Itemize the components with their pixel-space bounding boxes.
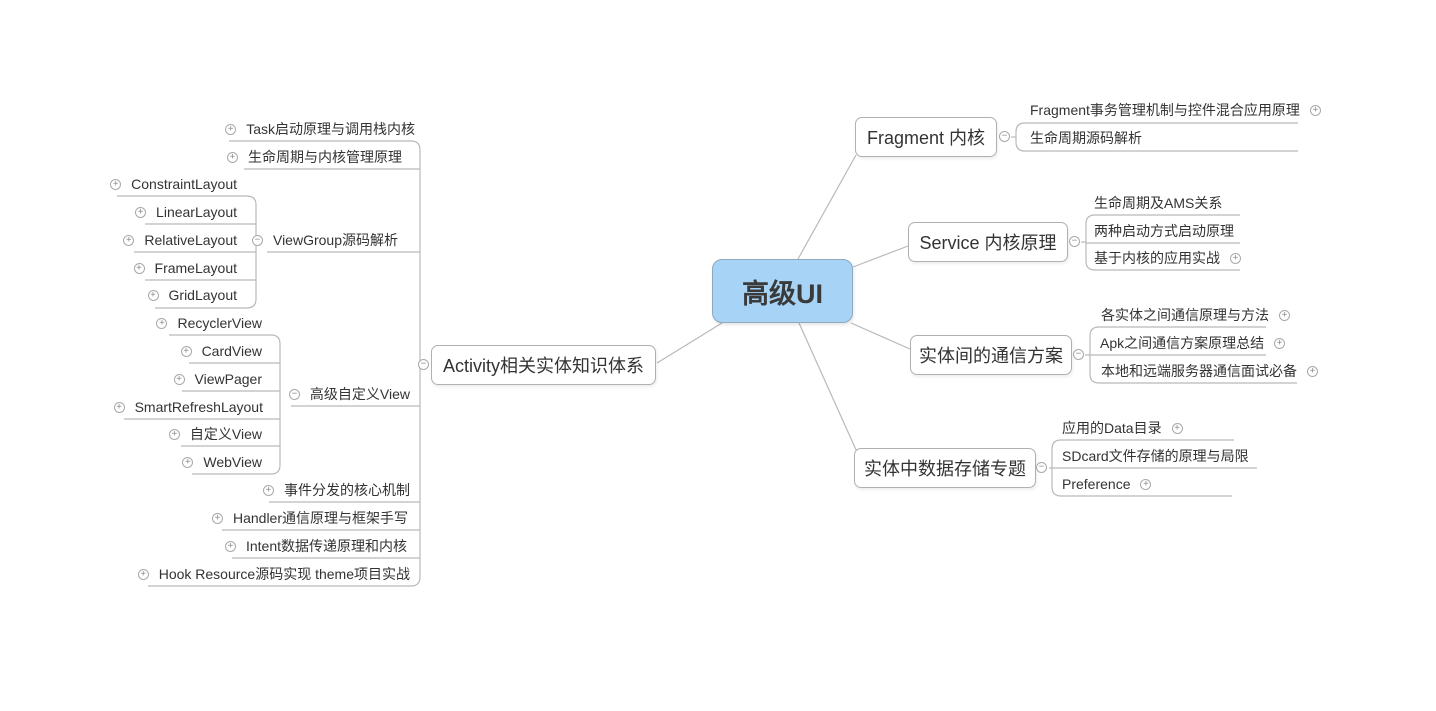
subtopic-linearlayout[interactable]: + LinearLayout xyxy=(135,205,237,219)
subtopic-label[interactable]: 自定义View xyxy=(189,426,262,442)
expand-icon[interactable]: + xyxy=(225,123,237,135)
subtopic-label[interactable]: CardView xyxy=(201,343,262,359)
expand-icon[interactable]: + xyxy=(1307,365,1318,377)
expand-icon[interactable]: + xyxy=(113,401,125,413)
expand-icon[interactable]: + xyxy=(224,540,236,552)
expand-icon[interactable]: + xyxy=(168,428,180,440)
subtopic-label[interactable]: 高级自定义View xyxy=(309,386,410,402)
subtopic-relativelayout[interactable]: + RelativeLayout xyxy=(123,233,237,247)
subtopic-intent[interactable]: + Intent数据传递原理和内核 xyxy=(224,538,407,554)
expand-icon[interactable]: + xyxy=(135,206,147,218)
subtopic-label[interactable]: Handler通信原理与框架手写 xyxy=(232,510,408,526)
subtopic-gridlayout[interactable]: + GridLayout xyxy=(147,287,237,303)
subtopic-framelayout[interactable]: + FrameLayout xyxy=(133,260,237,276)
collapse-icon[interactable]: − xyxy=(418,359,429,370)
subtopic-apk-communication[interactable]: Apk之间通信方案原理总结 + xyxy=(1100,335,1286,351)
subtopic-task-stack[interactable]: + Task启动原理与调用栈内核 xyxy=(225,122,415,136)
central-topic[interactable]: 高级UI xyxy=(712,259,853,323)
subtopic-remote-server[interactable]: 本地和远端服务器通信面试必备 + xyxy=(1101,364,1318,378)
subtopic-label[interactable]: RecyclerView xyxy=(177,315,262,331)
collapse-icon[interactable]: − xyxy=(1036,462,1047,473)
subtopic-preference[interactable]: Preference + xyxy=(1062,476,1152,492)
main-topic-activity[interactable]: Activity相关实体知识体系 xyxy=(431,345,656,385)
subtopic-label[interactable]: Task启动原理与调用栈内核 xyxy=(246,121,415,137)
subtopic-webview[interactable]: + WebView xyxy=(182,455,262,469)
subtopic-constraintlayout[interactable]: + ConstraintLayout xyxy=(110,177,237,191)
subtopic-fragment-lifecycle[interactable]: 生命周期源码解析 xyxy=(1030,131,1142,145)
expand-icon[interactable]: + xyxy=(1230,252,1241,264)
subtopic-label[interactable]: WebView xyxy=(203,454,262,470)
subtopic-label[interactable]: 基于内核的应用实战 xyxy=(1094,250,1220,266)
subtopic-label[interactable]: ViewPager xyxy=(194,371,262,387)
collapse-icon[interactable]: − xyxy=(999,131,1010,142)
subtopic-label[interactable]: 两种启动方式启动原理 xyxy=(1094,223,1234,239)
subtopic-event-dispatch[interactable]: + 事件分发的核心机制 xyxy=(263,483,410,497)
subtopic-label[interactable]: ConstraintLayout xyxy=(131,176,237,192)
subtopic-label[interactable]: 本地和远端服务器通信面试必备 xyxy=(1101,363,1297,379)
subtopic-service-practice[interactable]: 基于内核的应用实战 + xyxy=(1094,251,1241,265)
subtopic-label[interactable]: GridLayout xyxy=(168,287,237,303)
expand-icon[interactable]: + xyxy=(1171,422,1183,434)
subtopic-recyclerview[interactable]: + RecyclerView xyxy=(156,316,262,330)
subtopic-custom-view[interactable]: + 自定义View xyxy=(168,426,262,442)
subtopic-smartrefreshlayout[interactable]: + SmartRefreshLayout xyxy=(113,399,263,415)
subtopic-lifecycle-kernel[interactable]: + 生命周期与内核管理原理 xyxy=(227,150,402,164)
subtopic-label[interactable]: Hook Resource源码实现 theme项目实战 xyxy=(158,566,410,582)
main-topic-service[interactable]: Service 内核原理 xyxy=(908,222,1068,262)
subtopic-service-ams[interactable]: 生命周期及AMS关系 xyxy=(1094,196,1222,210)
subtopic-label[interactable]: Intent数据传递原理和内核 xyxy=(245,538,407,554)
subtopic-label[interactable]: 生命周期与内核管理原理 xyxy=(248,149,402,165)
main-topic-storage[interactable]: 实体中数据存储专题 xyxy=(854,448,1036,488)
expand-icon[interactable]: + xyxy=(173,373,185,385)
expand-icon[interactable]: + xyxy=(182,456,194,468)
subtopic-advanced-custom-view[interactable]: − 高级自定义View xyxy=(288,386,410,402)
expand-icon[interactable]: + xyxy=(180,345,192,357)
expand-icon[interactable]: + xyxy=(137,568,149,580)
collapse-icon[interactable]: − xyxy=(251,234,263,246)
subtopic-hook-resource[interactable]: + Hook Resource源码实现 theme项目实战 xyxy=(137,566,410,582)
expand-icon[interactable]: + xyxy=(133,262,145,274)
subtopic-sdcard-storage[interactable]: SDcard文件存储的原理与局限 xyxy=(1062,449,1249,463)
subtopic-label[interactable]: SmartRefreshLayout xyxy=(134,399,263,415)
subtopic-label[interactable]: RelativeLayout xyxy=(144,232,237,248)
expand-icon[interactable]: + xyxy=(1140,478,1152,490)
subtopic-label[interactable]: ViewGroup源码解析 xyxy=(272,232,398,248)
main-topic-fragment[interactable]: Fragment 内核 xyxy=(855,117,997,157)
subtopic-viewgroup-source[interactable]: − ViewGroup源码解析 xyxy=(251,232,398,248)
expand-icon[interactable]: + xyxy=(110,178,122,190)
subtopic-label[interactable]: Fragment事务管理机制与控件混合应用原理 xyxy=(1030,102,1300,118)
expand-icon[interactable]: + xyxy=(227,151,238,163)
expand-icon[interactable]: + xyxy=(1279,309,1290,321)
collapse-icon[interactable]: − xyxy=(1069,236,1080,247)
collapse-icon[interactable]: − xyxy=(1073,349,1084,360)
expand-icon[interactable]: + xyxy=(263,484,274,496)
subtopic-label[interactable]: 各实体之间通信原理与方法 xyxy=(1101,307,1269,323)
subtopic-cardview[interactable]: + CardView xyxy=(180,343,262,359)
subtopic-label[interactable]: 生命周期及AMS关系 xyxy=(1094,195,1223,211)
subtopic-viewpager[interactable]: + ViewPager xyxy=(173,371,262,387)
subtopic-fragment-transaction[interactable]: Fragment事务管理机制与控件混合应用原理 + xyxy=(1030,103,1321,117)
subtopic-label[interactable]: 应用的Data目录 xyxy=(1062,420,1162,436)
subtopic-label[interactable]: FrameLayout xyxy=(154,260,237,276)
expand-icon[interactable]: + xyxy=(1309,104,1321,116)
subtopic-label[interactable]: Preference xyxy=(1062,476,1131,492)
expand-icon[interactable]: + xyxy=(156,317,168,329)
subtopic-label[interactable]: 事件分发的核心机制 xyxy=(284,482,410,498)
subtopic-entity-communication[interactable]: 各实体之间通信原理与方法 + xyxy=(1101,308,1290,322)
subtopic-label[interactable]: SDcard文件存储的原理与局限 xyxy=(1062,448,1249,464)
collapse-icon[interactable]: − xyxy=(288,388,300,400)
subtopic-label[interactable]: LinearLayout xyxy=(156,204,237,220)
expand-icon[interactable]: + xyxy=(211,512,223,524)
subtopic-service-start-modes[interactable]: 两种启动方式启动原理 xyxy=(1094,224,1234,238)
subtopic-label[interactable]: 生命周期源码解析 xyxy=(1030,130,1142,146)
expand-icon[interactable]: + xyxy=(147,289,159,301)
subtopic-handler[interactable]: + Handler通信原理与框架手写 xyxy=(211,510,408,526)
subtopic-label[interactable]: Apk之间通信方案原理总结 xyxy=(1100,335,1265,351)
expand-icon[interactable]: + xyxy=(123,234,135,246)
expand-icon[interactable]: + xyxy=(1274,337,1286,349)
subtopic-data-directory[interactable]: 应用的Data目录 + xyxy=(1062,421,1183,435)
main-topic-communication[interactable]: 实体间的通信方案 xyxy=(910,335,1072,375)
